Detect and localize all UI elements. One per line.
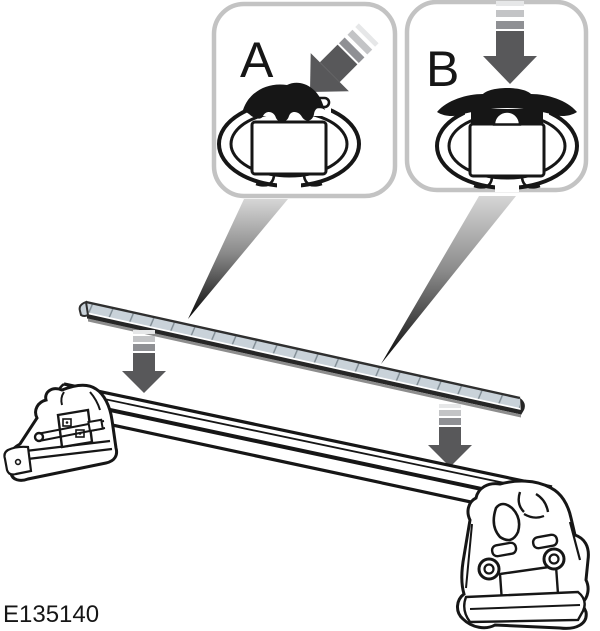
leader-wedge-a (188, 199, 288, 319)
rail-profile-a (217, 82, 361, 192)
rubber-finishing-strip (78, 300, 525, 418)
support-foot-right-details (463, 491, 586, 624)
callout-b-label: B (426, 41, 459, 97)
rail-profile-b (435, 88, 579, 194)
figure-code: E135140 (3, 601, 99, 628)
strip-gray-edge (88, 318, 521, 418)
press-down-arrow-right-icon (428, 404, 472, 467)
rubber-strip-b (437, 88, 577, 117)
callout-b: B (404, 0, 589, 194)
leader-wedge-b (381, 196, 516, 364)
callout-a-label: A (240, 32, 274, 88)
strip-dark-edge (87, 314, 521, 415)
support-foot-left (3, 383, 119, 482)
callout-a: A (211, 1, 398, 199)
press-down-arrow-left-icon (122, 330, 166, 393)
support-foot-left-details (3, 391, 113, 476)
support-foot-right (456, 479, 590, 630)
rubber-strip-a (243, 82, 325, 122)
